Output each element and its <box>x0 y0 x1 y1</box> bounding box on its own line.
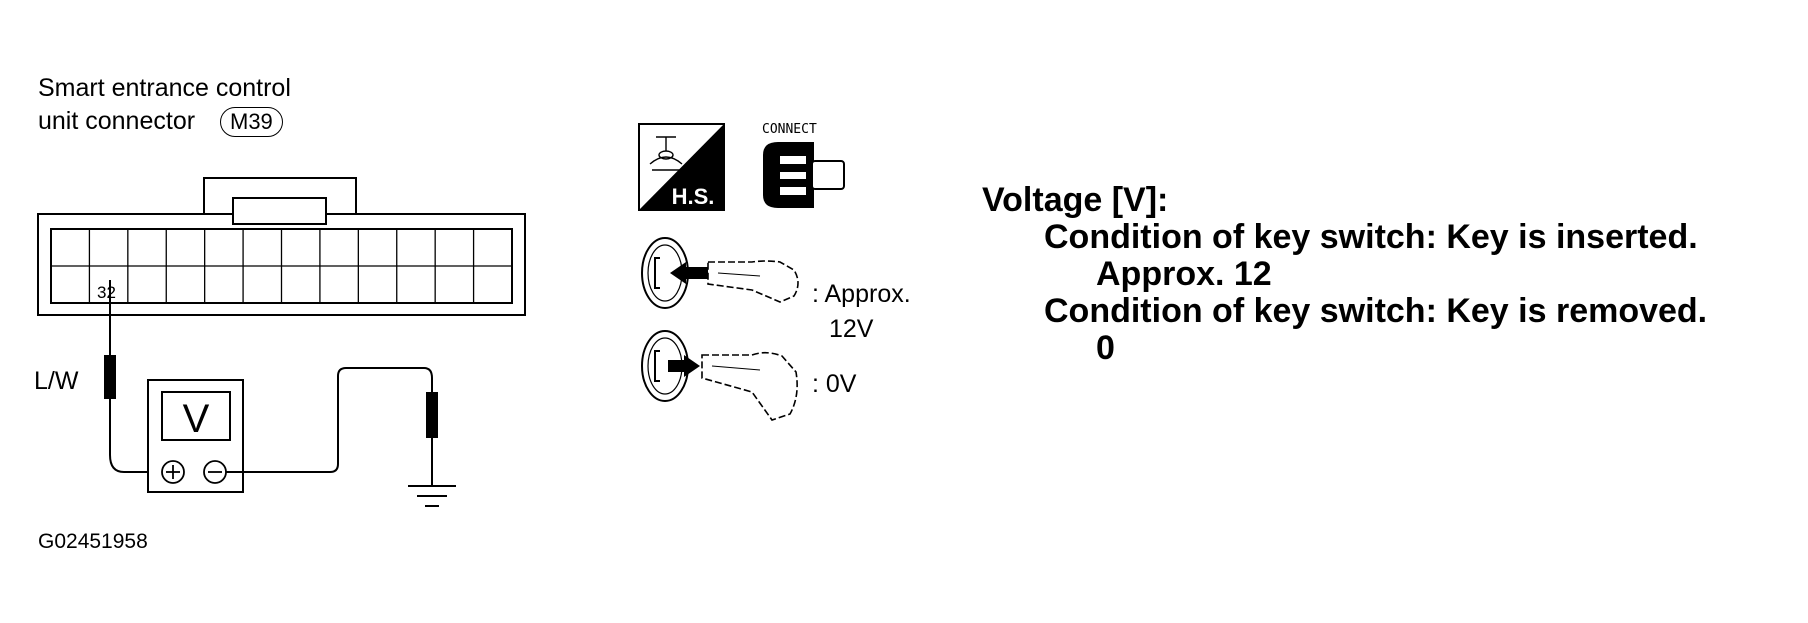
figure-reference-id: G02451958 <box>38 530 148 553</box>
connector-title-line1: Smart entrance control <box>38 74 291 102</box>
connect-icon-label: CONNECT <box>762 122 817 137</box>
connector-pin-grid <box>51 229 512 303</box>
key-inserted-label: : Approx. 12V <box>812 280 911 343</box>
connect-icon: CONNECT <box>762 122 845 208</box>
voltmeter-label: V <box>183 397 210 441</box>
key-removed-label: : 0V <box>812 370 857 398</box>
connector-title: Smart entrance control unit connector M3… <box>38 72 291 138</box>
condition-inserted: Condition of key switch: Key is inserted… <box>1044 218 1698 256</box>
hs-icon: H.S. <box>638 123 725 211</box>
voltage-spec: Voltage [V]: Condition of key switch: Ke… <box>982 182 1707 367</box>
voltmeter: V <box>147 379 244 493</box>
connector-id-badge: M39 <box>220 107 283 137</box>
key-inserted-label-line2: 12V <box>829 315 874 343</box>
key-removed-icon <box>641 330 798 421</box>
voltage-heading: Voltage [V]: <box>982 181 1169 219</box>
pin-number-label: 32 <box>97 283 116 302</box>
connector-latch-slot <box>232 197 327 225</box>
value-inserted: Approx. 12 <box>1096 255 1272 293</box>
positive-probe <box>104 280 166 473</box>
wire-color-label: L/W <box>34 367 79 395</box>
connector-title-line2-text: unit connector <box>38 107 196 135</box>
key-inserted-icon <box>641 237 799 309</box>
condition-removed: Condition of key switch: Key is removed. <box>1044 292 1708 330</box>
voltmeter-display <box>161 391 231 441</box>
key-inserted-label-line1: : Approx. <box>812 280 911 308</box>
ground-icon <box>408 485 456 507</box>
connector-title-line2: unit connector M39 <box>38 105 291 138</box>
value-removed: 0 <box>1096 329 1115 367</box>
negative-probe <box>226 367 438 486</box>
hs-icon-label: H.S. <box>672 184 715 209</box>
